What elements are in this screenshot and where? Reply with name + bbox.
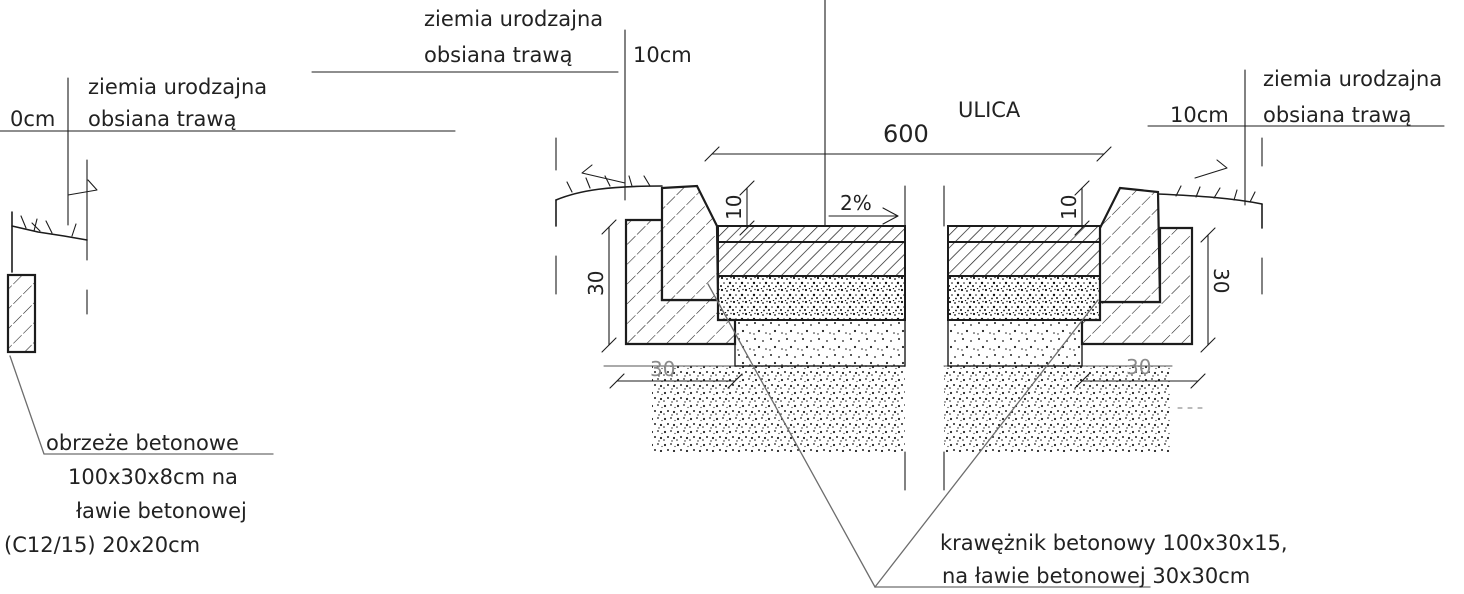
labels: 0cm ziemia urodzajna obsiana trawą ziemi… (4, 7, 1442, 588)
sub-base-right (947, 319, 1083, 367)
top-grass-label-line1: ziemia urodzajna (424, 7, 603, 31)
road-width-dimension (704, 146, 1112, 162)
base-course-left (717, 275, 906, 321)
right-foundation-height-dim: 30 (1209, 268, 1233, 293)
right-thickness-label: 10cm (1170, 103, 1229, 127)
curb-note-line1: krawężnik betonowy 100x30x15, (940, 531, 1288, 555)
right-curb-height-dim: 10 (1057, 195, 1081, 220)
left-edging-detail (0, 77, 456, 455)
base-course-right (947, 275, 1101, 321)
concrete-edging (6, 273, 37, 354)
road-structure (603, 185, 1173, 491)
road-width-label: 600 (883, 120, 929, 148)
asphalt-wearing-right (947, 225, 1101, 243)
edging-note-line2: 100x30x8cm na (68, 465, 238, 489)
right-grass-detail (1147, 69, 1445, 206)
right-grass-label-line2: obsiana trawą (1263, 103, 1411, 127)
top-thickness-label: 10cm (633, 43, 692, 67)
left-curb-assembly (555, 137, 899, 389)
left-thickness-label: 0cm (10, 107, 55, 131)
lower-base-layer-right (944, 366, 1170, 452)
curb-note-line2: na ławie betonowej 30x30cm (942, 564, 1250, 588)
road-name-label: ULICA (958, 98, 1021, 122)
right-curb-assembly (1074, 137, 1263, 409)
left-curb-stone (660, 184, 720, 302)
sub-base-left (734, 319, 906, 367)
asphalt-binder-left (717, 241, 906, 277)
left-grass-label-line1: ziemia urodzajna (88, 75, 267, 99)
right-grass-label-line1: ziemia urodzajna (1263, 67, 1442, 91)
edging-note-line1: obrzeże betonowe (46, 431, 239, 455)
edging-note-line3: ławie betonowej (76, 499, 247, 523)
left-grass-label-line2: obsiana trawą (88, 107, 236, 131)
edging-note-line4: (C12/15) 20x20cm (4, 533, 200, 557)
right-curb-stone (1098, 186, 1162, 304)
top-grass-label-line2: obsiana trawą (424, 43, 572, 67)
curb-note-leaders (707, 283, 1151, 588)
road-slope-label: 2% (840, 191, 872, 215)
left-curb-height-dim: 10 (722, 195, 746, 220)
asphalt-binder-right (947, 241, 1101, 277)
lower-base-layer (652, 366, 905, 452)
left-foundation-width-dim: 30 (650, 357, 675, 381)
left-foundation-height-dim: 30 (584, 271, 608, 296)
right-foundation-width-dim: 30 (1126, 355, 1151, 379)
